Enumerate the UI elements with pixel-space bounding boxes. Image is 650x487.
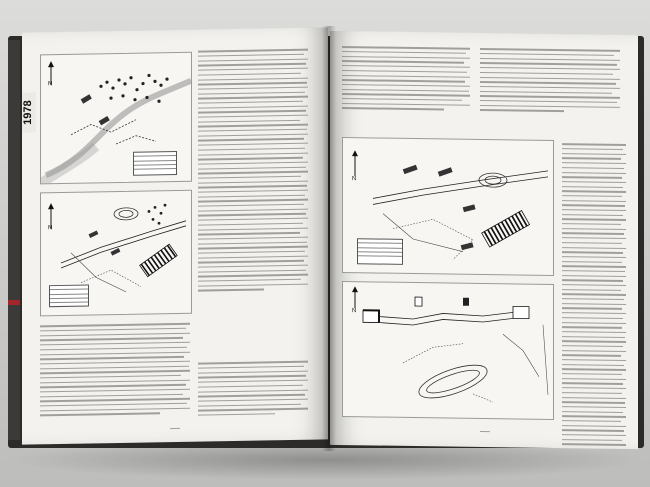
map-legend [133, 150, 177, 176]
map-figure-right-bottom: N [342, 281, 554, 420]
book-gutter [322, 26, 336, 451]
right-page: N N [330, 30, 638, 450]
map-figure-top: N [38, 51, 193, 188]
map-legend [357, 238, 403, 265]
left-page: 1978 N [22, 27, 328, 445]
map-figure-right-top: N [342, 137, 554, 276]
page-number-right [480, 430, 490, 433]
map-bottom-drawing [48, 203, 187, 293]
map-top-drawing [38, 61, 193, 188]
legend-row [134, 164, 176, 170]
north-label: N [352, 176, 357, 183]
map-right-top-drawing [352, 150, 549, 260]
body-text-right-column-lower [562, 140, 626, 450]
north-label: N [48, 225, 53, 232]
cover-red-stripe [8, 300, 20, 305]
north-label: N [352, 308, 357, 315]
cover-spine-edge [8, 40, 20, 440]
map-right-bottom-drawing [352, 286, 549, 403]
page-number-left [170, 427, 180, 430]
body-text-right-column [480, 45, 620, 116]
map-figure-bottom: N [40, 189, 192, 317]
body-text-column-right [198, 46, 308, 295]
body-text-bottom-right [198, 358, 308, 420]
legend-row [50, 298, 88, 304]
legend-row [358, 252, 402, 258]
year-tab-label: 1978 [22, 100, 35, 125]
body-text-top-left [342, 43, 470, 114]
map-legend [49, 284, 89, 308]
north-label: N [48, 81, 53, 88]
body-text-bottom-left [40, 320, 190, 420]
